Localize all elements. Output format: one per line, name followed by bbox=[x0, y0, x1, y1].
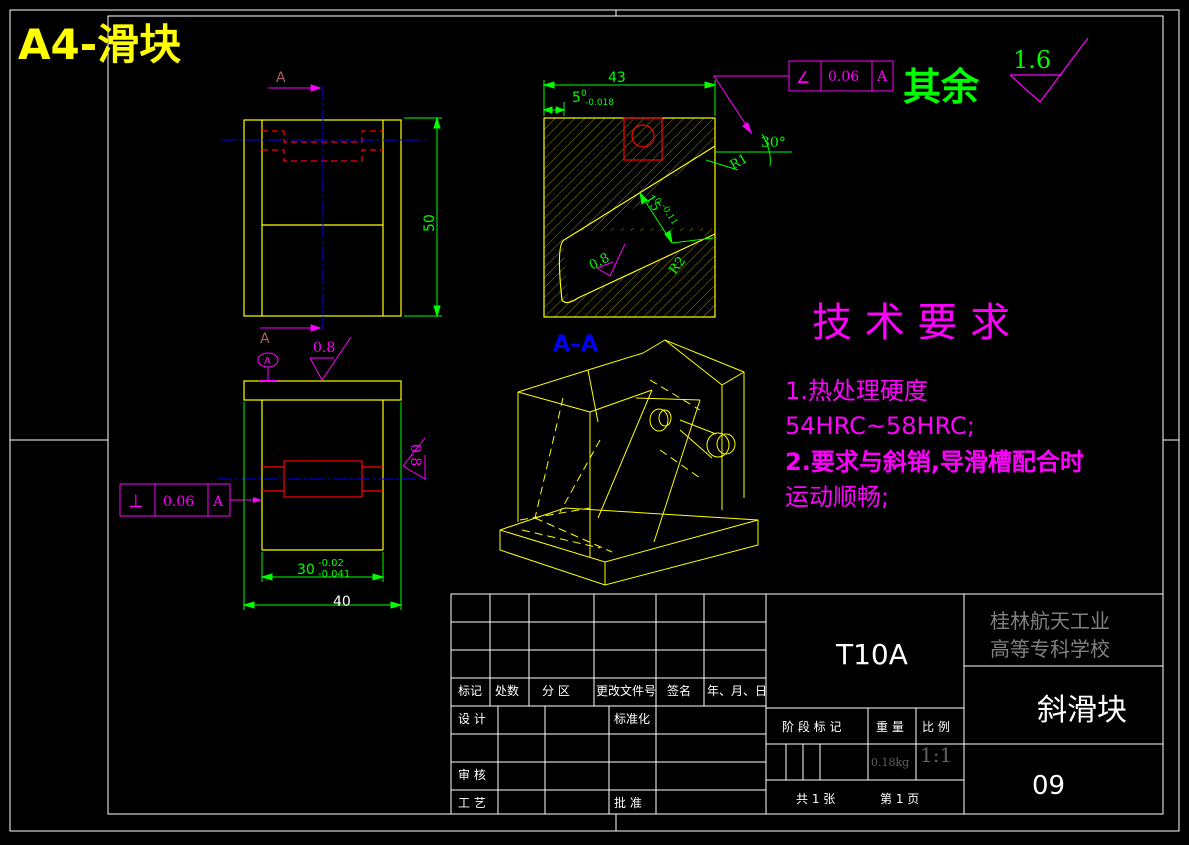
tech-line-2: 54HRC~58HRC; bbox=[785, 412, 975, 440]
weight-label: 重 量 bbox=[876, 720, 904, 734]
header-count: 处数 bbox=[495, 683, 519, 698]
surface-note-text: 其余 bbox=[903, 65, 980, 109]
sheet-number: 第 1 页 bbox=[880, 792, 919, 806]
header-mark: 标记 bbox=[458, 684, 482, 698]
craft-label: 工 艺 bbox=[458, 796, 486, 810]
weight-value: 0.18kg bbox=[871, 756, 909, 769]
height-dimension bbox=[404, 116, 442, 318]
slot-lower: -0.018 bbox=[585, 98, 614, 108]
roughness-slot-symbol bbox=[596, 243, 626, 277]
datum-label: A bbox=[264, 356, 271, 367]
section-arrow-bottom bbox=[260, 324, 322, 332]
part-name: 斜滑块 bbox=[1037, 693, 1127, 728]
angularity-tolerance: 0.06 bbox=[828, 69, 859, 85]
angle-dimension bbox=[705, 133, 792, 171]
section-width-dimension bbox=[542, 80, 717, 116]
front-view-centerlines bbox=[222, 86, 428, 330]
perpendicularity-datum: A bbox=[212, 494, 224, 510]
angularity-frame bbox=[713, 60, 894, 135]
scale-label: 比 例 bbox=[922, 720, 950, 734]
slot-dimension-value: 5 bbox=[572, 90, 581, 106]
stage-mark-label: 阶 段 标 记 bbox=[782, 719, 841, 734]
drawing-title: A4-滑块 bbox=[18, 20, 181, 69]
section-mark-bottom: A bbox=[260, 331, 270, 347]
tech-line-4: 运动顺畅; bbox=[785, 483, 889, 511]
roughness-top-symbol bbox=[309, 336, 352, 381]
front-view: A A 50 bbox=[222, 70, 442, 347]
school-line-1: 桂林航天工业 bbox=[990, 609, 1110, 633]
roughness-top-value: 0.8 bbox=[313, 340, 335, 356]
review-label: 审 核 bbox=[458, 767, 486, 782]
design-label: 设 计 bbox=[458, 712, 486, 726]
roughness-right-value: 0.8 bbox=[407, 444, 423, 466]
total-sheets: 共 1 张 bbox=[796, 792, 835, 806]
roughness-slot-value: 0.8 bbox=[587, 251, 612, 274]
approve-label: 批 准 bbox=[614, 795, 642, 810]
surface-note-roughness: 1.6 bbox=[1013, 46, 1051, 74]
header-zone: 分 区 bbox=[542, 684, 570, 698]
surface-note-symbol bbox=[1009, 37, 1089, 103]
tech-line-3: 2.要求与斜销,导滑槽配合时 bbox=[785, 448, 1084, 476]
section-label: A–A bbox=[553, 332, 598, 357]
section-hatch bbox=[544, 118, 715, 317]
top-view-outline bbox=[243, 380, 402, 551]
width-inner-upper: -0.02 bbox=[318, 558, 344, 569]
section-view: A–A 43 5 0 -0.018 ∠ 0.06 A bbox=[542, 60, 894, 357]
header-signature: 签名 bbox=[667, 683, 691, 698]
scale-value: 1:1 bbox=[920, 743, 952, 767]
perpendicularity-frame bbox=[119, 483, 262, 517]
roughness-right-symbol bbox=[402, 437, 426, 480]
title-block-headers: 标记 处数 分 区 更改文件号 签名 年、月、日 设 计 标准化 审 核 工 艺… bbox=[458, 683, 950, 810]
width-value: 40 bbox=[333, 594, 351, 610]
angle-value: 30° bbox=[761, 135, 786, 151]
perpendicularity-tolerance: 0.06 bbox=[163, 494, 194, 510]
slot-width-upper: 0 bbox=[651, 196, 663, 206]
standard-label: 标准化 bbox=[614, 712, 650, 726]
title-block-lines bbox=[450, 593, 1164, 815]
section-arrow-top bbox=[268, 84, 322, 92]
header-date: 年、月、日 bbox=[707, 684, 767, 698]
radius-top-value: R1 bbox=[728, 151, 751, 173]
material-value: T10A bbox=[835, 638, 908, 671]
drawing-number: 09 bbox=[1032, 771, 1065, 801]
width-dimensions bbox=[242, 402, 403, 610]
slot-width-lower: -0.11 bbox=[658, 202, 679, 227]
width-inner-lower: -0.041 bbox=[318, 569, 350, 580]
perpendicularity-symbol: ⊥ bbox=[128, 491, 144, 512]
angularity-symbol: ∠ bbox=[796, 68, 810, 87]
datum-symbol bbox=[257, 352, 279, 382]
slot-width-value: 15 bbox=[642, 192, 663, 214]
angularity-arrow bbox=[742, 122, 752, 134]
header-change-doc: 更改文件号 bbox=[596, 683, 656, 698]
section-mark-top: A bbox=[276, 70, 286, 86]
slot-upper: 0 bbox=[581, 89, 587, 99]
angularity-datum: A bbox=[876, 69, 888, 85]
tech-heading: 技 术 要 求 bbox=[812, 300, 1010, 346]
school-line-2: 高等专科学校 bbox=[990, 637, 1110, 661]
height-dimension-value: 50 bbox=[422, 214, 438, 232]
perpendicularity-arrow bbox=[253, 497, 262, 503]
top-view: A 0.8 0.8 ⊥ 0.06 A bbox=[119, 336, 428, 610]
tech-line-1: 1.热处理硬度 bbox=[785, 377, 928, 405]
isometric-view bbox=[499, 339, 759, 586]
section-width-value: 43 bbox=[608, 70, 626, 86]
slot-width-dimension bbox=[639, 191, 714, 244]
width-inner-value: 30 bbox=[297, 562, 315, 578]
